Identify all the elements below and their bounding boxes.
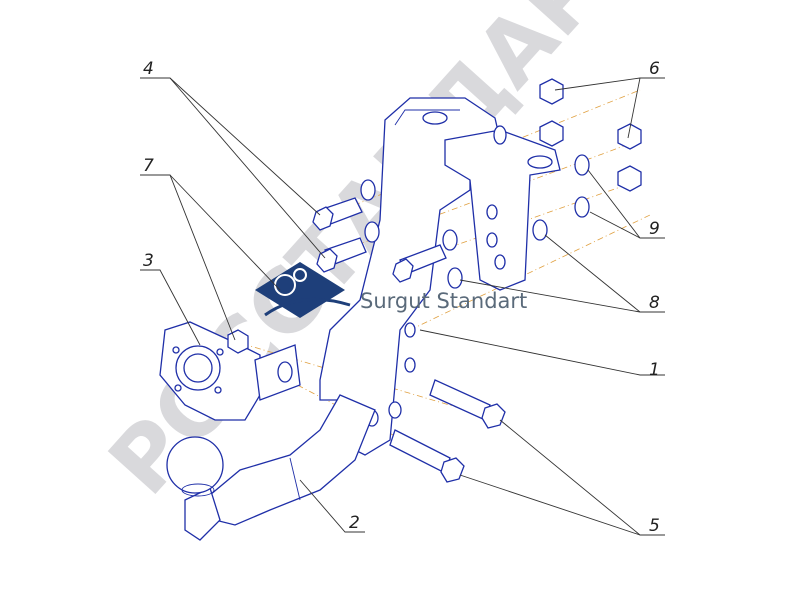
part-8-washers (442, 125, 548, 289)
callout-3: 3 (143, 251, 154, 271)
part-9-washers (574, 154, 590, 218)
part-6-nuts (539, 78, 642, 192)
logo-small-gear-icon (293, 268, 307, 282)
part-5-long-bolts (389, 379, 506, 483)
callout-5: 5 (649, 516, 660, 536)
callout-6: 6 (649, 59, 660, 79)
leader-lines (140, 77, 665, 536)
part-4-bolts (312, 179, 447, 283)
callout-4: 4 (143, 59, 154, 79)
brand-name: Surgut Standart (360, 289, 527, 313)
part-1-side-bracket (444, 129, 561, 291)
brand-logo: Surgut Standart (255, 262, 527, 318)
callout-labels: 1 2 3 4 5 6 7 8 9 (143, 59, 660, 536)
part-2-tow-arm (166, 394, 376, 541)
logo-diamond-icon (255, 262, 345, 318)
callout-2: 2 (349, 513, 360, 533)
callout-1: 1 (649, 360, 660, 380)
callout-8: 8 (649, 293, 660, 313)
part-7-nut (227, 329, 249, 354)
callout-9: 9 (649, 219, 660, 239)
callout-7: 7 (143, 156, 154, 176)
